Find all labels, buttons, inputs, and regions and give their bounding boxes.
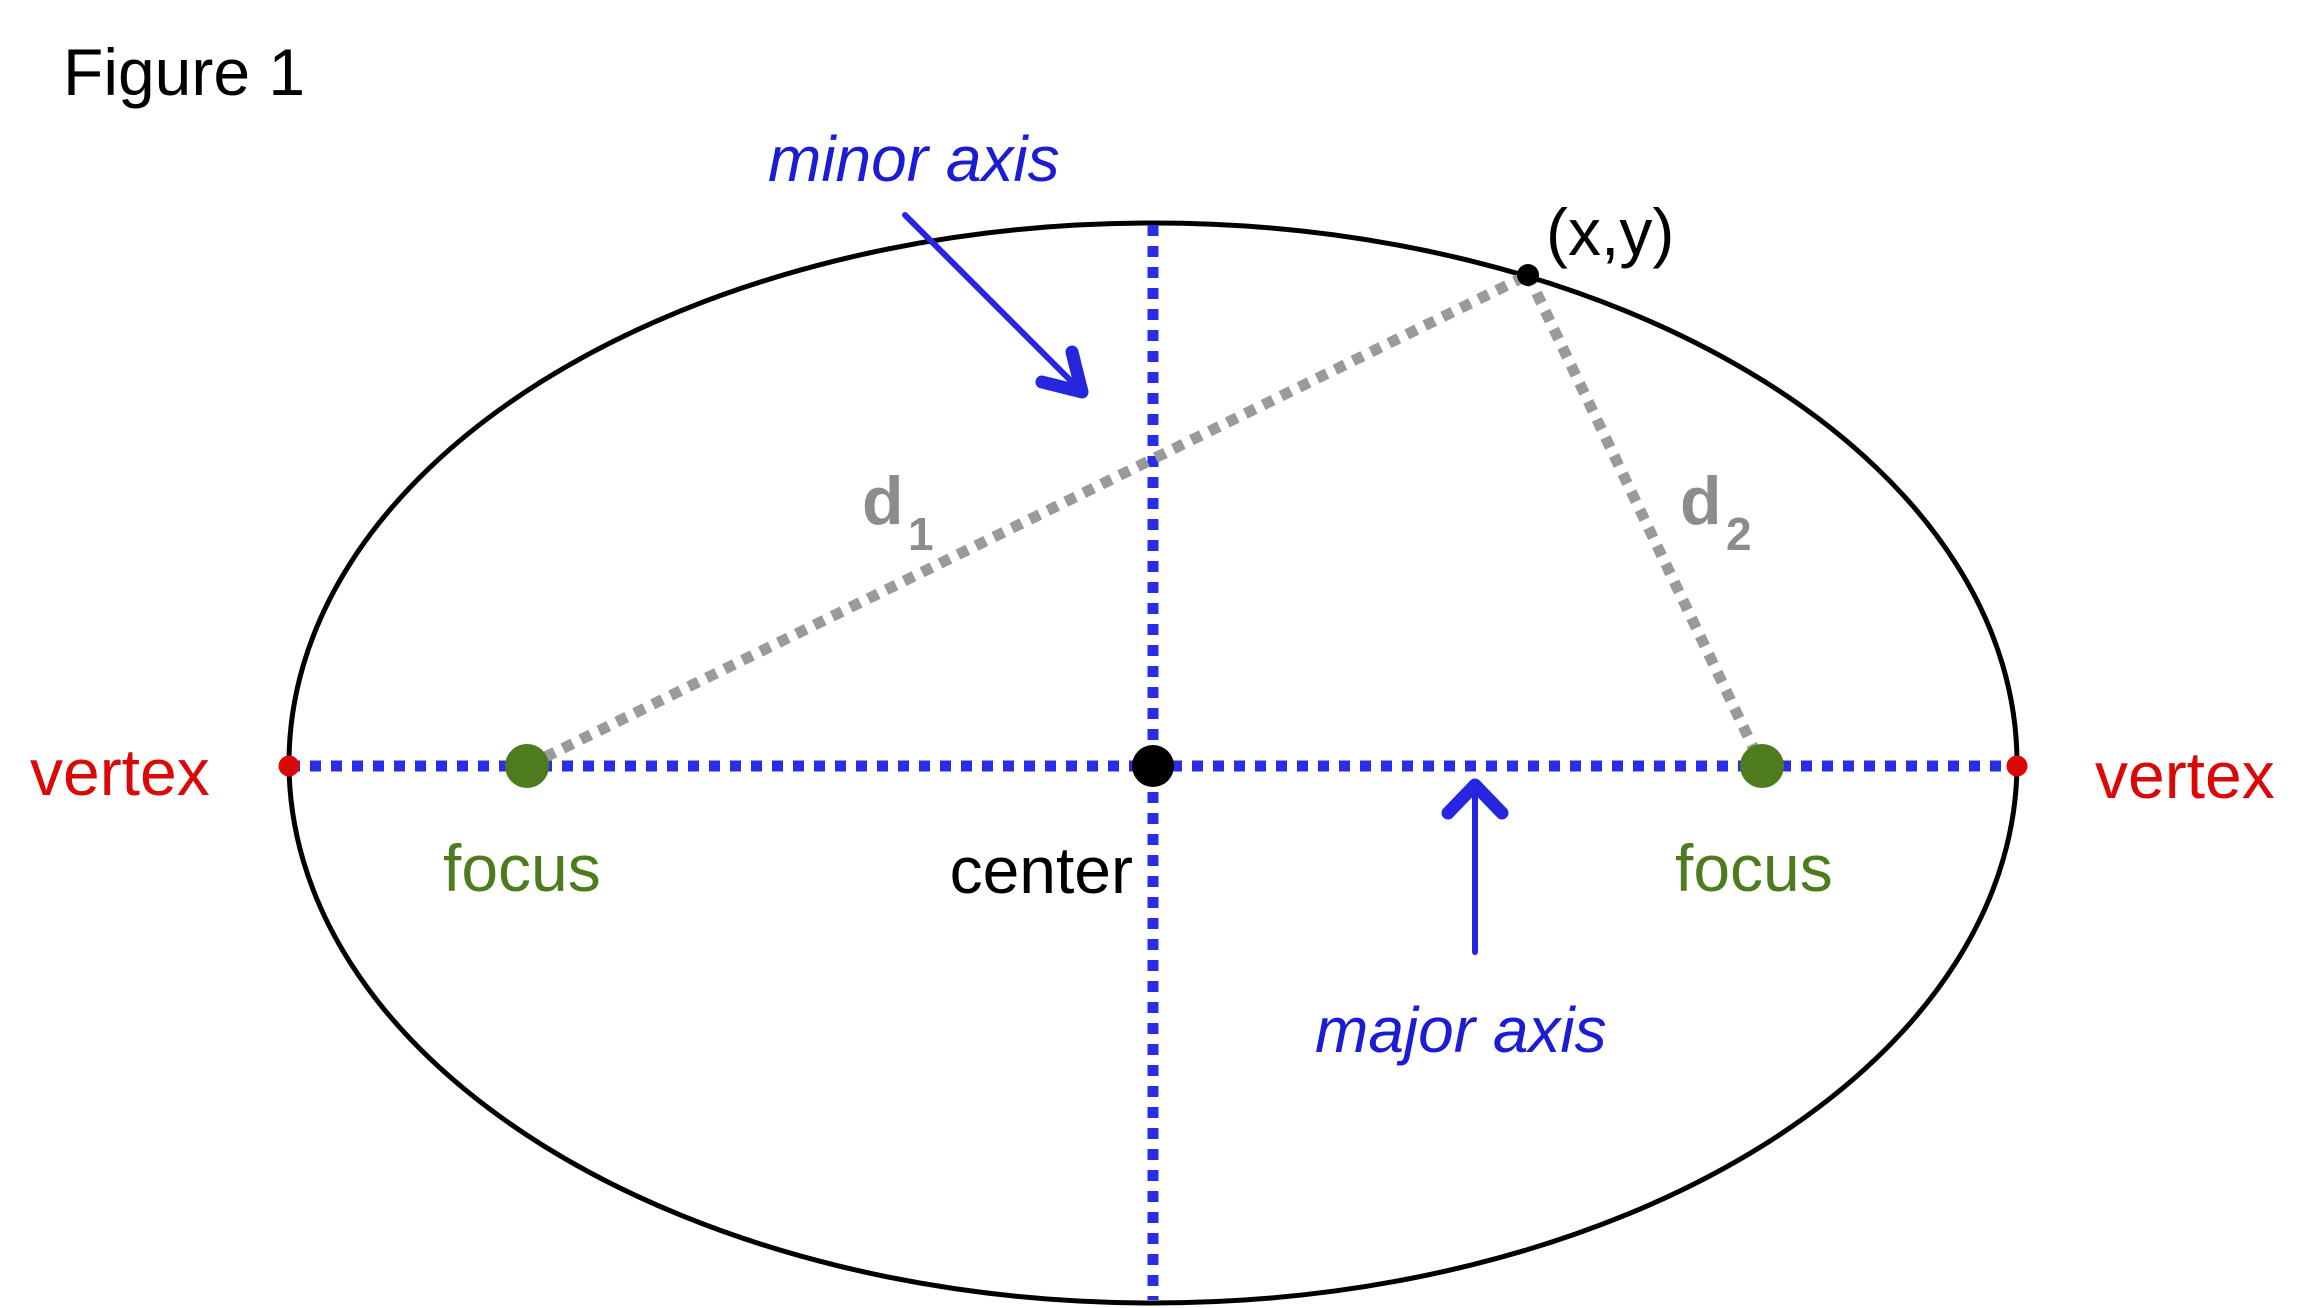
d2-label: d 2 [1680,463,1752,560]
vertex-label-left: vertex [30,735,210,809]
focus-label-left: focus [443,831,601,905]
major-axis-arrowhead-icon [1441,778,1509,820]
d2-distance-line [1523,272,1767,769]
point-xy-label: (x,y) [1546,195,1674,269]
d1-label-base: d [862,463,904,539]
minor-axis-label: minor axis [768,123,1060,195]
d2-label-base: d [1680,463,1722,539]
major-axis-label: major axis [1315,994,1607,1066]
major-axis-arrow [1441,778,1509,955]
d1-label-subscript: 1 [908,508,934,560]
minor-axis-arrowhead-icon [1035,345,1089,399]
center-dot [1132,745,1174,787]
figure-title: Figure 1 [63,35,305,109]
center-label: center [950,833,1133,907]
vertex-dot-right [2006,755,2028,777]
d1-label: d 1 [862,463,934,560]
d1-distance-line [524,270,1531,771]
d2-label-subscript: 2 [1726,508,1752,560]
minor-axis-arrow-shaft [902,212,1081,391]
focus-dot-right [1740,744,1784,788]
minor-axis-arrow [902,212,1089,399]
point-xy-dot [1517,264,1539,286]
focus-dot-left [505,744,549,788]
vertex-label-right: vertex [2095,738,2275,812]
vertex-dot-left [278,755,300,777]
focus-label-right: focus [1675,831,1833,905]
